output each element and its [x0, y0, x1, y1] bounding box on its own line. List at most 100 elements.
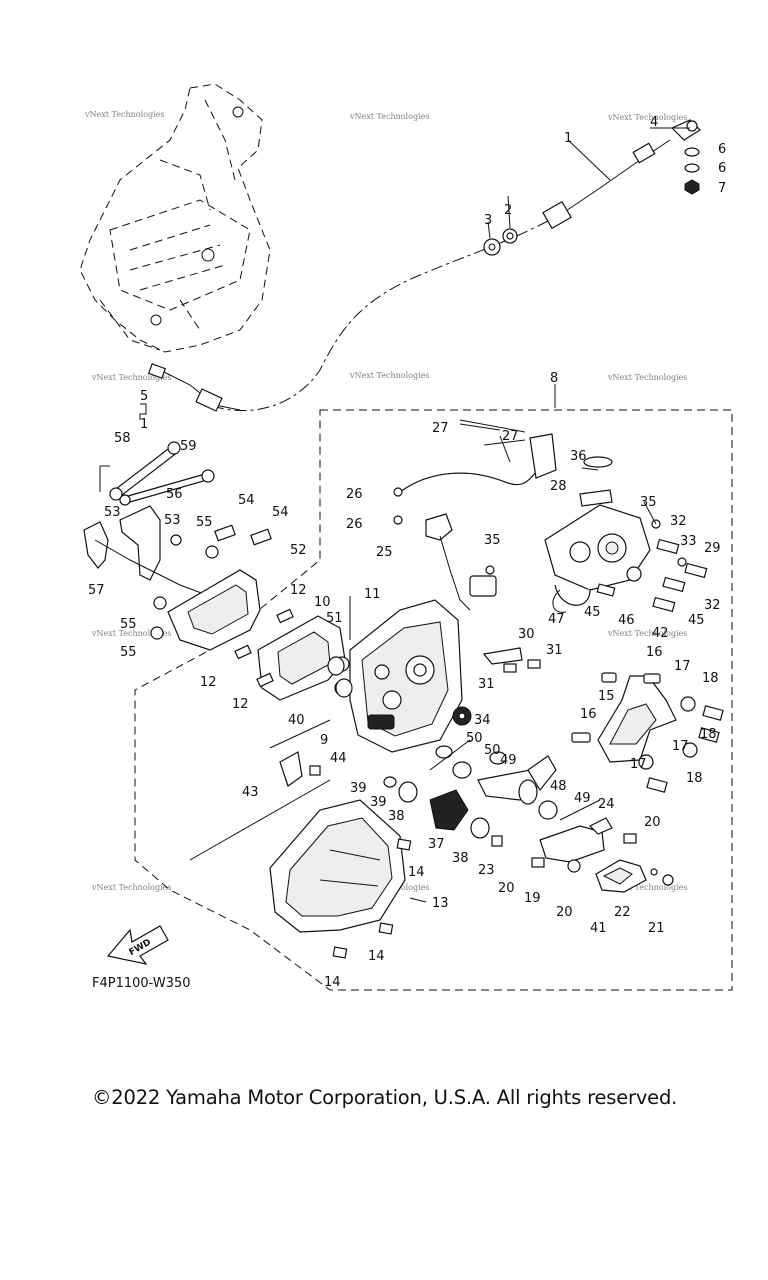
watermark: vNext Technologies: [349, 371, 429, 380]
callout: 59: [180, 439, 197, 454]
callout: 36: [570, 449, 587, 464]
callout: 2: [504, 203, 512, 218]
callout: 17: [674, 659, 691, 674]
callout: 12: [200, 675, 217, 690]
shift-linkage: [83, 441, 221, 601]
watermark: vNext Technologies: [349, 112, 429, 121]
linkage-lower: [531, 817, 674, 893]
callout: 7: [718, 181, 726, 196]
callout: 55: [196, 515, 213, 530]
callout: 18: [686, 771, 703, 786]
callout: 35: [640, 495, 657, 510]
callout: 55: [120, 617, 137, 632]
callout: 14: [408, 865, 425, 880]
callout: 27: [502, 429, 519, 444]
nut-7: [684, 179, 700, 195]
diagram-code: F4P1100-W350: [92, 976, 191, 991]
callout: 49: [500, 753, 517, 768]
callout: 54: [238, 493, 255, 508]
seal-40: [335, 678, 353, 698]
engine-bracket-outline: [79, 83, 271, 353]
callout: 27: [432, 421, 449, 436]
seal-51: [327, 656, 345, 676]
callout: 53: [164, 513, 181, 528]
bracket-15: [571, 672, 724, 793]
callout: 12: [290, 583, 307, 598]
callout: 39: [350, 781, 367, 796]
callout: 31: [546, 643, 563, 658]
callout: 17: [672, 739, 689, 754]
callout: 42: [652, 626, 669, 641]
callout: 32: [704, 598, 721, 613]
callout: 45: [584, 605, 601, 620]
callout: 33: [680, 534, 697, 549]
callout: 50: [466, 731, 483, 746]
callout: 6: [718, 142, 726, 157]
callout: 49: [574, 791, 591, 806]
callout: 20: [498, 881, 515, 896]
callout: 11: [364, 587, 381, 602]
callout: 28: [550, 479, 567, 494]
watermark: vNext Technologies: [607, 883, 687, 892]
bracket-43: [279, 751, 303, 787]
callout: 48: [550, 779, 567, 794]
callout: 21: [648, 921, 665, 936]
callout: 37: [428, 837, 445, 852]
callout: 9: [320, 733, 328, 748]
callout: 54: [272, 505, 289, 520]
callout: 56: [166, 487, 183, 502]
control-housing: [334, 599, 463, 753]
callout: 12: [232, 697, 249, 712]
callout: 43: [242, 785, 259, 800]
callout: 38: [452, 851, 469, 866]
callout: 26: [346, 517, 363, 532]
callout: 47: [548, 612, 565, 627]
cover-13: [269, 799, 412, 959]
shift-shaft: [383, 745, 558, 847]
throttle-cable: [147, 119, 701, 412]
fwd-arrow-icon: FWD: [106, 925, 169, 965]
callout: 3: [484, 213, 492, 228]
callout: 1: [564, 131, 572, 146]
watermark: vNext Technologies: [607, 629, 687, 638]
callout: 55: [120, 645, 137, 660]
callout: 35: [484, 533, 501, 548]
callout: 22: [614, 905, 631, 920]
watermark: vNext Technologies: [607, 373, 687, 382]
screws-right: [485, 519, 708, 613]
callout: 18: [700, 727, 717, 742]
callout: 26: [346, 487, 363, 502]
washer-6: [684, 147, 700, 157]
callout: 32: [670, 514, 687, 529]
callout: 34: [474, 713, 491, 728]
watermark: vNext Technologies: [607, 113, 687, 122]
callout: 16: [580, 707, 597, 722]
callout: 25: [376, 545, 393, 560]
callout: 5: [140, 389, 148, 404]
callout-labels: 1 2 3 4 5 1 6 6 7 8 9 10 11 12 12 12 13 …: [88, 115, 726, 990]
callout: 58: [114, 431, 131, 446]
watermark: vNext Technologies: [84, 110, 164, 119]
callout: 45: [688, 613, 705, 628]
callout: 14: [324, 975, 341, 990]
callout: 19: [524, 891, 541, 906]
callout: 17: [630, 757, 647, 772]
callout: 29: [704, 541, 721, 556]
callout: 46: [618, 613, 635, 628]
wire-harness: [393, 419, 613, 611]
callout: 8: [550, 371, 558, 386]
switch-assembly: [544, 504, 651, 613]
callout: 16: [646, 645, 663, 660]
callout: 10: [314, 595, 331, 610]
callout: 38: [388, 809, 405, 824]
callout: 39: [370, 795, 387, 810]
callout: 44: [330, 751, 347, 766]
callout: 14: [368, 949, 385, 964]
callout: 23: [478, 863, 495, 878]
callout: 52: [290, 543, 307, 558]
callout: 31: [478, 677, 495, 692]
callout: 50: [484, 743, 501, 758]
copyright-text: ©2022 Yamaha Motor Corporation, U.S.A. A…: [92, 1086, 678, 1109]
parts-diagram: vNext Technologies vNext Technologies vN…: [79, 83, 733, 991]
leader-lines: [99, 127, 690, 903]
